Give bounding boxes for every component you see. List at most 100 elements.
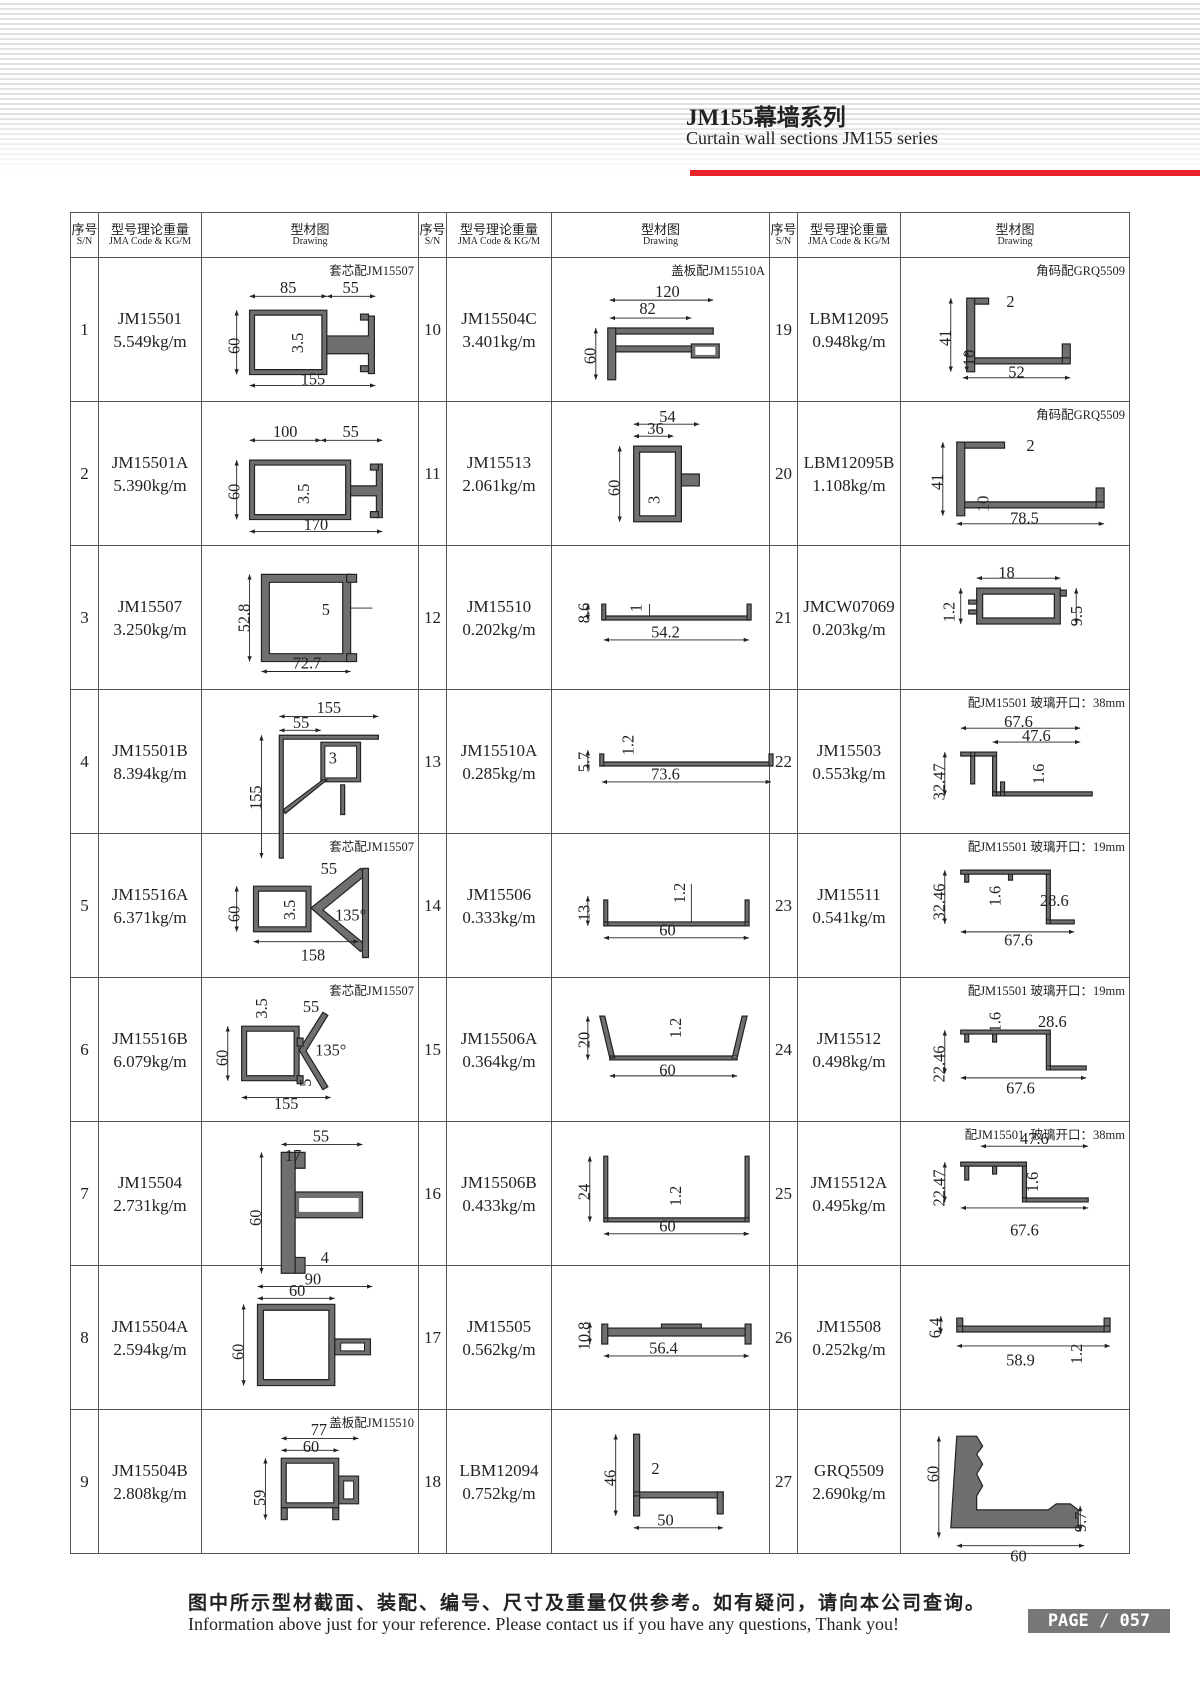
profile-code: LBM12094 <box>459 1460 539 1480</box>
serial-number: 13 <box>418 689 447 834</box>
dimension-label: 54.2 <box>651 623 680 642</box>
assembly-note: 盖板配JM15510A <box>671 264 765 278</box>
dimension-label: 1.2 <box>666 1186 685 1207</box>
dimension-label: 5.7 <box>575 752 594 773</box>
serial-number: 25 <box>769 1121 798 1266</box>
dimension-label: 120 <box>655 282 680 301</box>
profile-weight: 0.752kg/m <box>462 1483 536 1503</box>
profile-weight: 2.808kg/m <box>113 1483 187 1503</box>
serial-number: 18 <box>418 1409 447 1554</box>
dimension-label: 73.6 <box>651 765 680 784</box>
dimension-label: 56.4 <box>649 1339 678 1358</box>
profile-drawing-svg: 201.260 <box>575 1015 748 1080</box>
dimension-label: 2 <box>651 1459 659 1478</box>
serial-number: 27 <box>769 1409 798 1554</box>
dimension-label: 18 <box>998 563 1014 582</box>
footer-note-en: Information above just for your referenc… <box>188 1614 899 1634</box>
profile-weight: 2.731kg/m <box>113 1195 187 1215</box>
dimension-label: 55 <box>293 713 309 732</box>
dimension-label: 55 <box>342 422 358 441</box>
dimension-label: 77 <box>311 1420 327 1439</box>
profile-weight: 3.401kg/m <box>462 331 536 351</box>
serial-number: 21 <box>769 545 798 690</box>
dimension-label: 155 <box>301 369 326 388</box>
profile-weight: 0.285kg/m <box>462 763 536 783</box>
profile-weight: 3.250kg/m <box>113 619 187 639</box>
dimension-label: 58.9 <box>1006 1351 1035 1370</box>
dimension-label: 55 <box>321 859 337 878</box>
dimension-label: 60 <box>224 906 243 922</box>
profile-code: JMCW07069 <box>803 596 895 616</box>
serial-number: 2 <box>70 401 99 546</box>
dimension-label: 9.5 <box>1067 606 1086 627</box>
serial-number: 4 <box>70 689 99 834</box>
profile-drawing-svg: 131.260 <box>575 883 750 941</box>
profile-code: LBM12095 <box>809 308 889 328</box>
dimension-label: 3 <box>644 496 663 504</box>
serial-number: 3 <box>70 545 99 690</box>
dimension-label: 52 <box>1008 363 1024 382</box>
profile-code-weight: LBM12094 0.752kg/m <box>446 1409 552 1554</box>
profile-code: JM15501A <box>111 452 189 472</box>
profile-code: JM15506 <box>466 884 532 904</box>
dimension-label: 22.46 <box>930 1045 949 1082</box>
dimension-label: 90 <box>305 1269 321 1288</box>
dimension-label: 60 <box>581 348 600 364</box>
dimension-label: 32.47 <box>930 763 949 800</box>
dimension-label: 46 <box>600 1470 619 1486</box>
assembly-note: 套芯配JM15507 <box>329 840 414 854</box>
serial-number: 23 <box>769 833 798 978</box>
profile-weight: 0.252kg/m <box>812 1339 886 1359</box>
dimension-label: 10 <box>973 496 992 512</box>
assembly-note: 配JM15501, 玻璃开口：38mm <box>964 1128 1125 1142</box>
profile-code: JM15507 <box>117 596 183 616</box>
footer-note-cn: 图中所示型材截面、装配、编号、尺寸及重量仅供参考。如有疑问，请向本公司查询。 <box>188 1592 987 1614</box>
profile-weight: 0.433kg/m <box>462 1195 536 1215</box>
dimension-label: 41 <box>928 474 947 490</box>
profile-code: JM15512A <box>810 1172 888 1192</box>
dimension-label: 24 <box>575 1184 594 1200</box>
dimension-label: 13 <box>575 905 594 921</box>
dimension-label: 32.46 <box>930 884 949 921</box>
profile-weight: 2.594kg/m <box>113 1339 187 1359</box>
dimension-label: 3 <box>329 749 337 768</box>
assembly-note: 配JM15501 玻璃开口：19mm <box>967 840 1125 854</box>
dimension-label: 60 <box>303 1437 319 1456</box>
dimension-label: 36 <box>647 419 663 438</box>
header-stripes <box>0 0 1200 175</box>
dimension-label: 55 <box>342 278 358 297</box>
dimension-label: 3.5 <box>288 333 307 353</box>
profile-weight: 1.108kg/m <box>812 475 886 495</box>
dimension-label: 1.6 <box>985 886 1004 907</box>
profile-code: JM15510 <box>466 596 532 616</box>
assembly-note: 配JM15501 玻璃开口：38mm <box>967 696 1125 710</box>
dimension-label: 60 <box>213 1050 232 1066</box>
assembly-note: 盖板配JM15510 <box>329 1416 414 1430</box>
dimension-label: 60 <box>659 1061 675 1080</box>
